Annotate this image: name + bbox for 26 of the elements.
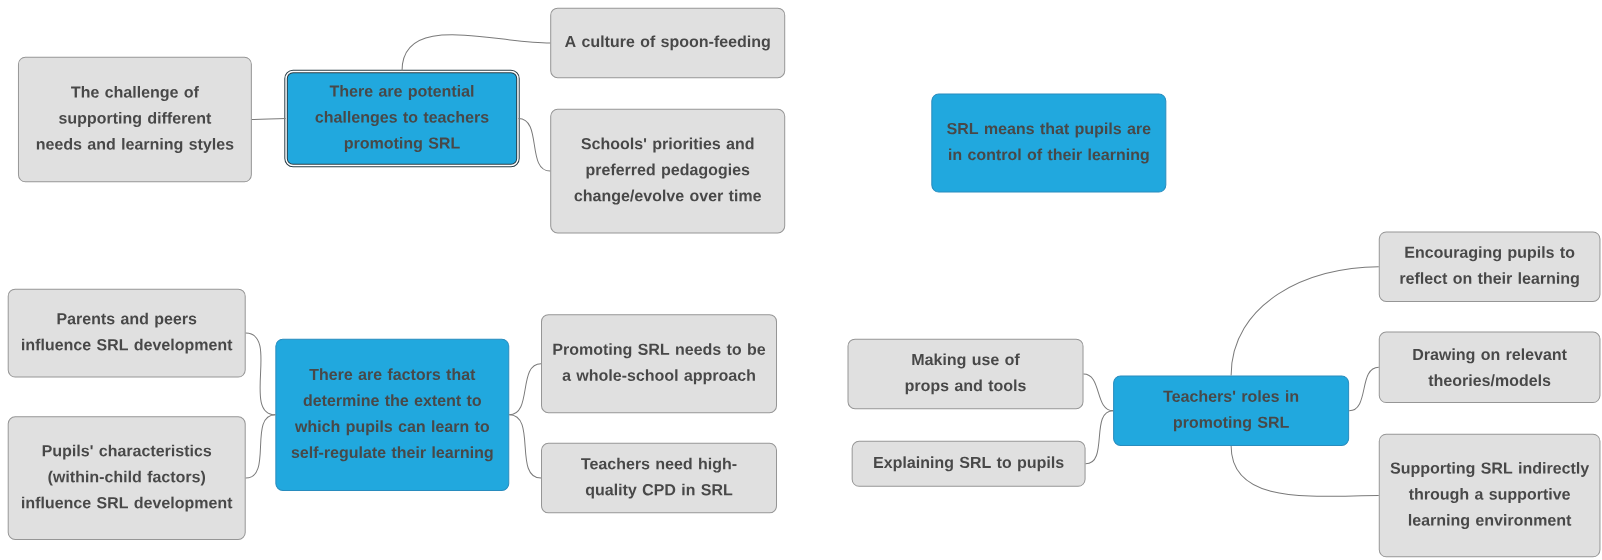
connector-line [251,118,287,120]
subtopic-box: Pupils' characteristics (within-child factors) influence SRL development [7,416,246,540]
subtopic-box: Supporting SRL indirectly through a supportive learning environment [1378,433,1601,558]
subtopic-box: Schools' priorities and preferred pedagogies change/evolve over time [550,108,786,234]
subtopic-box: Parents and peers influence SRL development [7,288,246,378]
subtopic-box: Teachers need high-quality CPD in SRL [541,442,777,514]
connector-line [1085,410,1114,465]
topic-box: There are factors that determine the extent to which pupils can learn to self-regulate their learning [275,338,510,491]
connector-line [245,332,276,416]
subtopic-box: A culture of spoon-feeding [550,7,786,79]
topic-box: SRL means that pupils are in control of their learning [931,93,1167,193]
topic-box: There are potential challenges to teachers promoting SRL [284,69,520,168]
connector-line [1230,445,1380,497]
topic-box: Teachers' roles in promoting SRL [1113,375,1350,446]
subtopic-box: The challenge of supporting different needs and learning styles [17,56,252,183]
connector-line [245,414,276,479]
subtopic-box: Making use of props and tools [847,338,1084,410]
connector-line [1230,266,1380,376]
connector-line [1348,366,1380,412]
subtopic-box: Promoting SRL needs to be a whole-school approach [541,314,777,414]
subtopic-box: Explaining SRL to pupils [851,440,1086,487]
connector-line [401,34,551,72]
subtopic-box: Drawing on relevant theories/models [1378,331,1601,404]
subtopic-box: Encouraging pupils to reflect on their learning [1378,231,1601,302]
connector-line [517,118,551,172]
connector-line [508,414,542,479]
